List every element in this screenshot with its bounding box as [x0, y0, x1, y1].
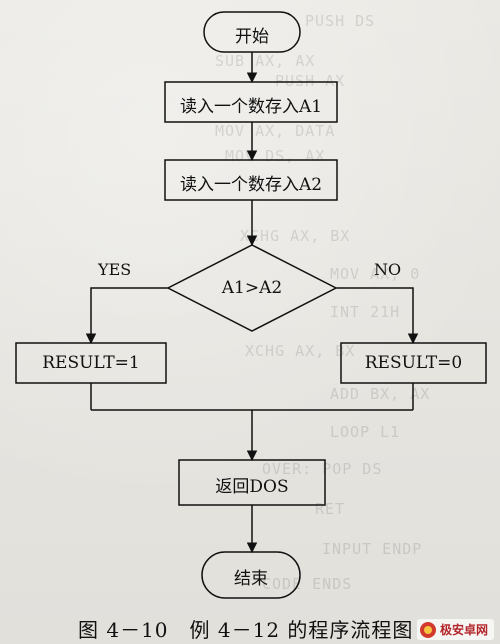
bleed-through-line: ADD BX, AX [330, 385, 431, 403]
end-label: 结束 [234, 569, 268, 589]
site-watermark: 极安卓网 [416, 619, 494, 640]
read-a1-label: 读入一个数存入A1 [179, 97, 323, 117]
bleed-through-line: OVER: POP DS [262, 460, 383, 478]
bleed-through-line: LOOP L1 [330, 423, 401, 441]
no-branch-label: NO [374, 260, 402, 279]
result-0-label: RESULT=0 [364, 353, 463, 373]
connector-decision-yes-branch [85, 287, 168, 345]
watermark-text: 极安卓网 [439, 623, 488, 637]
read-a2-label: 读入一个数存入A2 [179, 175, 323, 195]
bleed-through-line: CODE ENDS [262, 575, 353, 593]
start-label: 开始 [235, 27, 269, 47]
decision-label: A1>A2 [221, 278, 283, 298]
bleed-through-line: SUB AX, AX [215, 52, 316, 70]
watermark-logo-icon [419, 621, 436, 638]
return-dos-label: 返回DOS [215, 477, 289, 497]
bleed-through-line: PUSH DS [305, 12, 376, 30]
yes-branch-label: YES [98, 260, 132, 279]
bleed-through-line: MOV AX, 0 [330, 265, 421, 283]
decision-diamond [166, 244, 338, 332]
bleed-through-line: XCHG AX, BX [245, 342, 356, 360]
bleed-through-line: MOV AX, DATA [215, 122, 336, 140]
bleed-through-line: INPUT ENDP [322, 540, 423, 558]
connector-decision-no-branch [336, 287, 419, 345]
bleed-through-line: INT 21H [330, 303, 401, 321]
bleed-through-line: PUSH AX [275, 72, 346, 90]
bleed-through-line: XCHG AX, BX [240, 227, 351, 245]
figure-caption: 图 4－10 例 4－12 的程序流程图 [78, 618, 414, 642]
result-1-label: RESULT=1 [42, 353, 140, 373]
